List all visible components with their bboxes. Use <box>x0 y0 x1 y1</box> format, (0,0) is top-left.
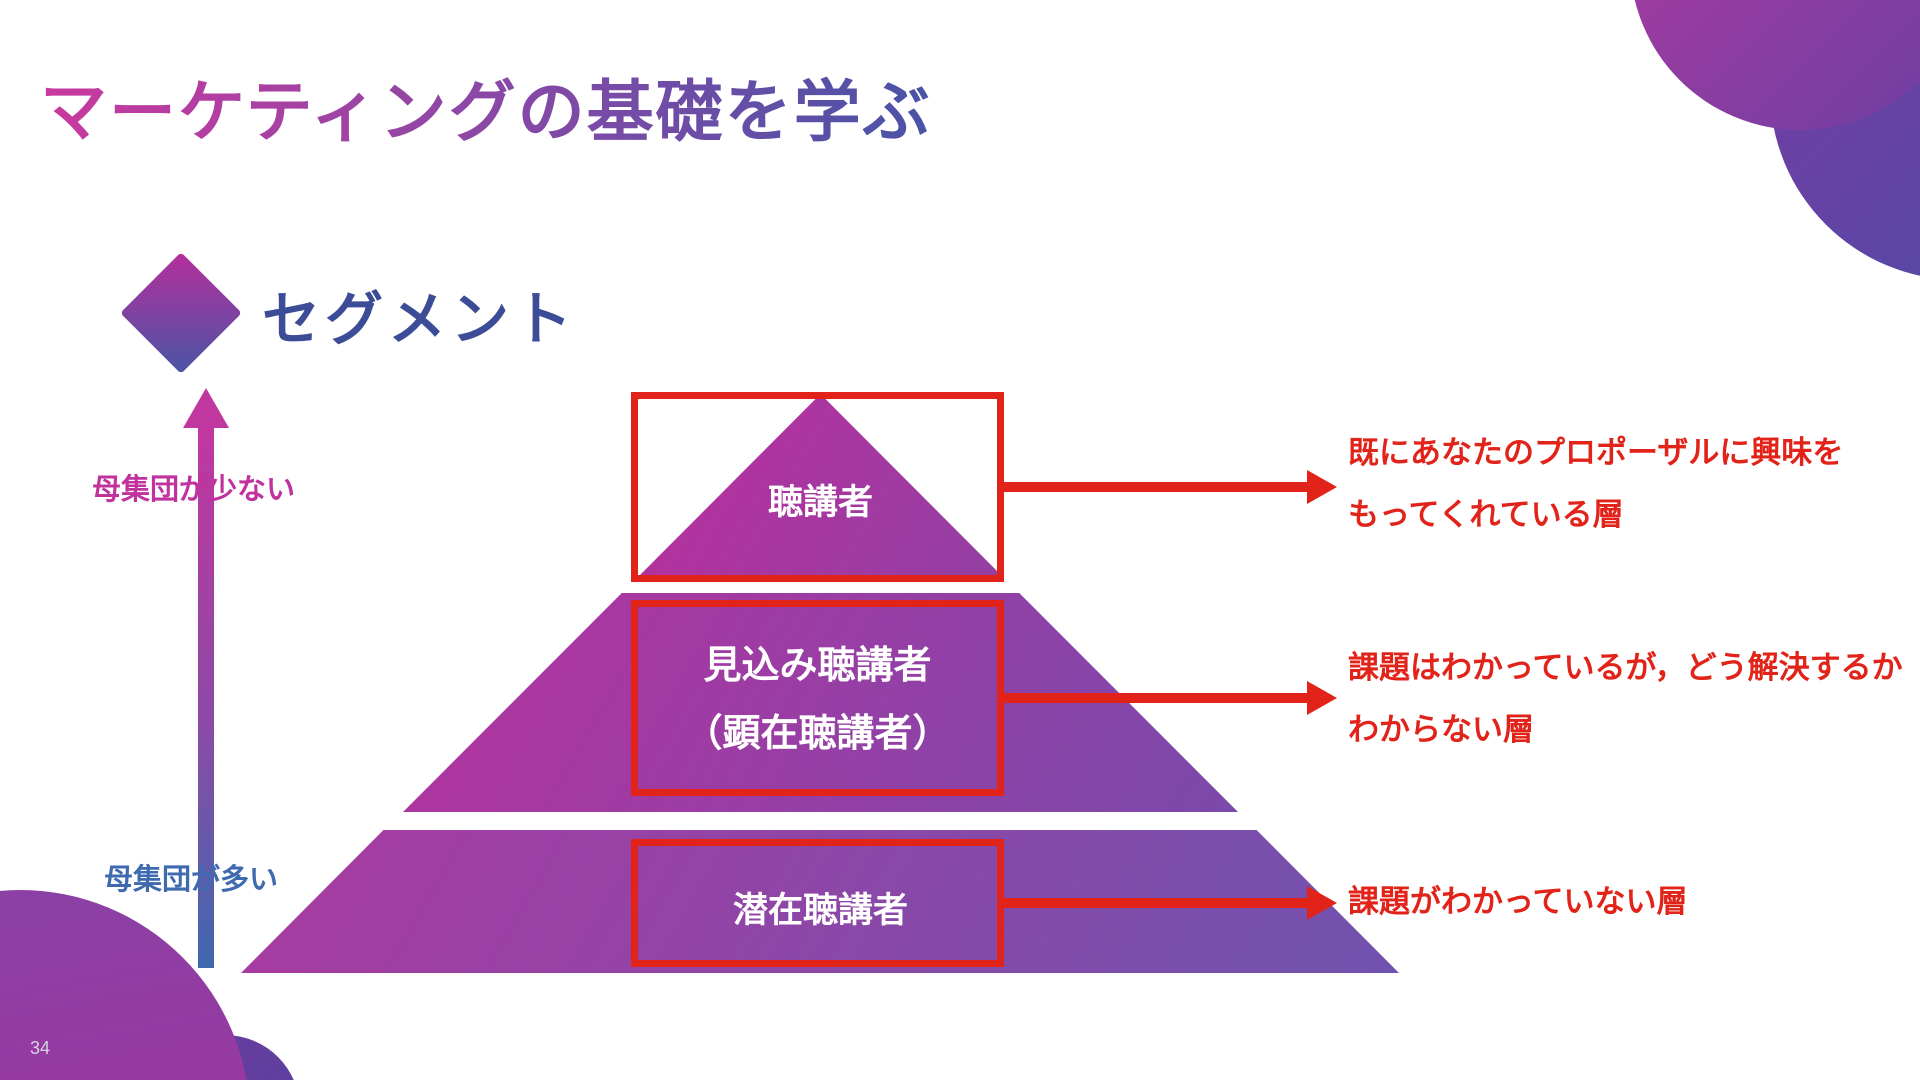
note-line: 課題がわかっていない層 <box>1348 884 1688 919</box>
highlight-box-top <box>631 392 1004 582</box>
tier-label-top: 聴講者 <box>767 483 873 522</box>
note-text-middle: 課題はわかっているが，どう解決するか わからない層 <box>1348 637 1903 761</box>
note-text-bottom: 課題がわかっていない層 <box>1348 871 1687 933</box>
note-line: もってくれている層 <box>1348 497 1624 532</box>
tier-label-middle: 見込み聴講者 （顕在聴講者） <box>631 632 1004 768</box>
axis-bottom-label: 母集団が多い <box>104 864 279 896</box>
note-arrow-shaft-bottom <box>1004 898 1309 908</box>
highlight-box-middle <box>631 600 1004 796</box>
diamond-bullet-icon <box>120 252 242 374</box>
tier-label-middle-line2: （顕在聴講者） <box>684 713 951 755</box>
tier-label-middle-line1: 見込み聴講者 <box>703 645 932 687</box>
page-number: 34 <box>30 1038 51 1058</box>
axis-arrow-shaft <box>198 426 214 968</box>
note-arrow-head-middle-icon <box>1307 681 1337 715</box>
tier-label-bottom: 潜在聴講者 <box>732 891 908 930</box>
note-arrow-head-top-icon <box>1307 470 1337 504</box>
section-heading: セグメント <box>262 287 578 352</box>
note-text-top: 既にあなたのプロポーザルに興味を もってくれている層 <box>1348 422 1843 546</box>
highlight-box-bottom <box>631 839 1004 967</box>
slide-title: マーケティングの基礎を学ぶ <box>40 58 932 155</box>
note-line: わからない層 <box>1348 712 1534 747</box>
note-line: 課題はわかっているが，どう解決するか <box>1348 650 1903 685</box>
note-arrow-shaft-middle <box>1004 693 1309 703</box>
note-line: 既にあなたのプロポーザルに興味を <box>1348 435 1844 470</box>
corner-blob-top-right-front <box>1630 0 1920 130</box>
note-arrow-shaft-top <box>1004 482 1309 492</box>
note-arrow-head-bottom-icon <box>1307 886 1337 920</box>
axis-top-label: 母集団が少ない <box>92 474 296 506</box>
axis-arrow-up-icon <box>183 388 229 428</box>
